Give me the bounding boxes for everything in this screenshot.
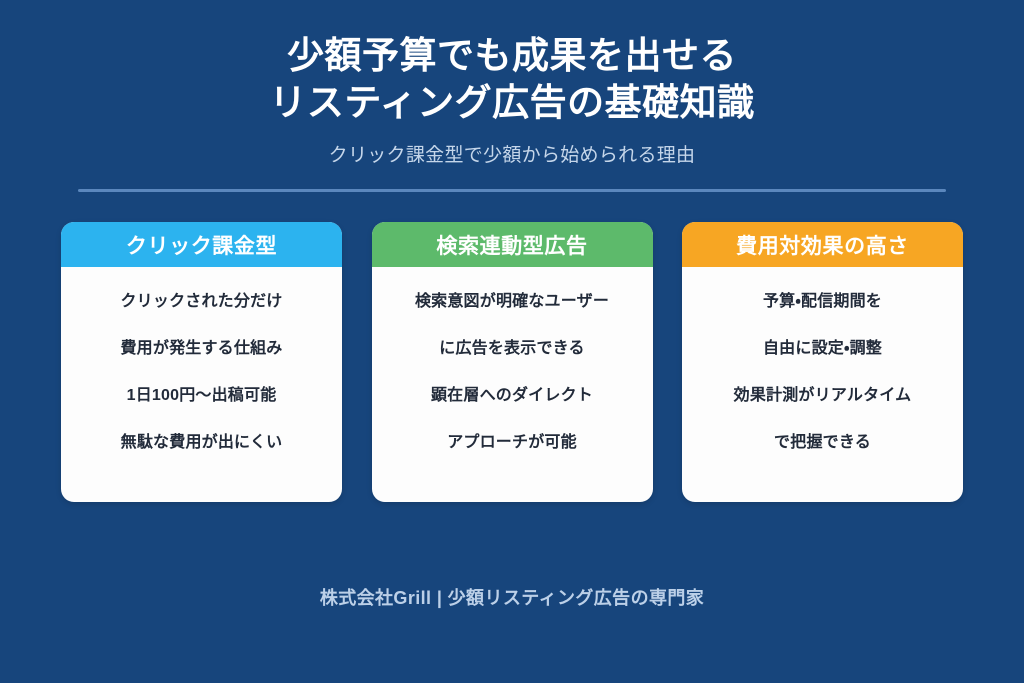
card-line: 1日100円〜出稿可能 <box>126 387 277 404</box>
card-group: クリック課金型 クリックされた分だけ 費用が発生する仕組み 1日100円〜出稿可… <box>61 222 963 502</box>
card-heading-label: 費用対効果の高さ <box>736 234 909 258</box>
card-body-click-charge: クリックされた分だけ 費用が発生する仕組み 1日100円〜出稿可能 無駄な費用が… <box>61 267 342 502</box>
card-line: 費用が発生する仕組み <box>120 340 283 357</box>
slide-header: 少額予算でも成果を出せる リスティング広告の基礎知識 クリック課金型で少額から始… <box>0 0 1024 169</box>
card-line: で把握できる <box>774 434 871 451</box>
page-title: 少額予算でも成果を出せる リスティング広告の基礎知識 <box>0 0 1024 126</box>
card-line: アプローチが可能 <box>447 434 577 451</box>
footer-credit: 株式会社Grill | 少額リスティング広告の専門家 <box>319 588 705 608</box>
card-line: に広告を表示できる <box>439 340 585 357</box>
header-divider <box>78 189 946 192</box>
card-line: 効果計測がリアルタイム <box>733 387 912 404</box>
card-heading-label: クリック課金型 <box>125 234 278 258</box>
card-heading-label: 検索連動型広告 <box>436 234 588 258</box>
card-header-click-charge: クリック課金型 <box>61 222 342 267</box>
title-line-2: リスティング広告の基礎知識 <box>269 82 755 123</box>
card-line: クリックされた分だけ <box>120 293 283 310</box>
title-line-1: 少額予算でも成果を出せる <box>287 35 737 76</box>
card-line: 検索意図が明確なユーザー <box>414 293 610 310</box>
card-header-search-ads: 検索連動型広告 <box>371 222 653 267</box>
card-line: 自由に設定・調整 <box>762 340 883 357</box>
card-body-search-ads: 検索意図が明確なユーザー に広告を表示できる 顕在層へのダイレクト アプローチが… <box>372 267 653 502</box>
card-line: 顕在層へのダイレクト <box>430 387 593 404</box>
card-click-charge: クリック課金型 クリックされた分だけ 費用が発生する仕組み 1日100円〜出稿可… <box>61 222 342 502</box>
card-line: 無駄な費用が出にくい <box>120 434 283 451</box>
card-body-cost-effectiveness: 予算・配信期間を 自由に設定・調整 効果計測がリアルタイム で把握できる <box>682 267 963 502</box>
card-search-ads: 検索連動型広告 検索意図が明確なユーザー に広告を表示できる 顕在層へのダイレク… <box>371 222 653 502</box>
card-cost-effectiveness: 費用対効果の高さ 予算・配信期間を 自由に設定・調整 効果計測がリアルタイム で… <box>682 222 963 502</box>
card-header-cost-effectiveness: 費用対効果の高さ <box>682 222 963 267</box>
card-line: 予算・配信期間を <box>762 293 883 310</box>
page-subtitle: クリック課金型で少額から始められる理由 <box>328 145 696 166</box>
